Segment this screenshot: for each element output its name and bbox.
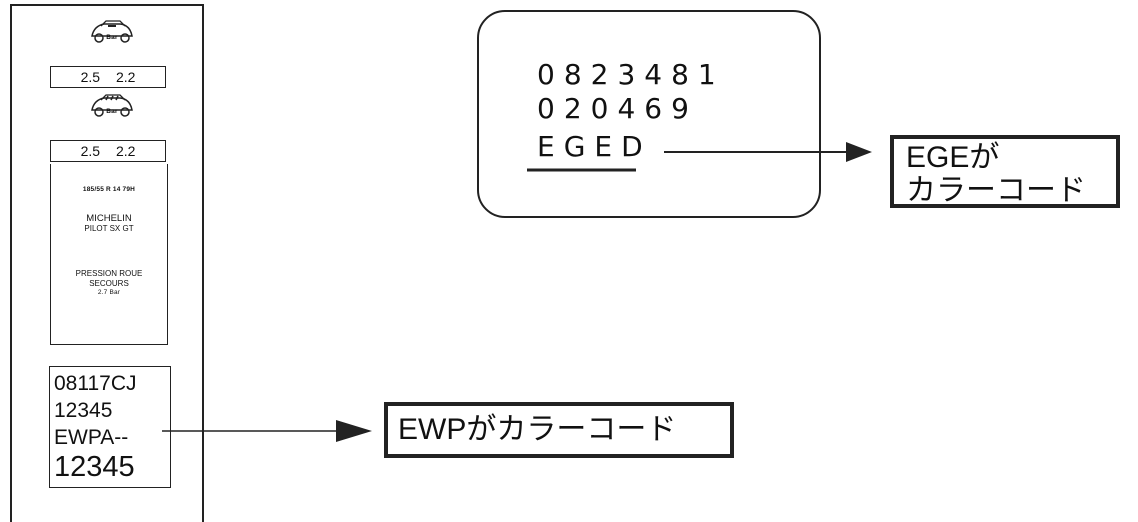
rear-pressure-box: 2.5 2.2: [50, 140, 166, 162]
tyre-brand: MICHELIN: [86, 213, 132, 224]
color-code-callout-bottom: EWPがカラーコード: [384, 402, 734, 458]
front-pressure-1: 2.5: [80, 69, 101, 85]
callout-top-line1: EGEが: [906, 141, 1000, 174]
callout-bottom-text: EWPがカラーコード: [398, 413, 677, 446]
tyre-info-box: 185/55 R 14 79H MICHELIN PILOT SX GT PRE…: [50, 164, 168, 345]
code-line-4: 12345: [54, 451, 135, 483]
front-pressure-2: 2.2: [115, 69, 136, 85]
rear-pressure-2: 2.2: [115, 143, 136, 159]
car-loaded-icon: [86, 90, 138, 124]
tyre-placard: Bar 2.5 2.2 Bar 2.5 2.2 185/55 R 14 79H …: [10, 4, 204, 522]
panel-line-2: 020469: [537, 92, 698, 125]
code-line-1: 08117CJ: [54, 372, 137, 395]
bottom-arrow-head: [336, 420, 372, 442]
spare-pressure-line2: SECOURS: [89, 279, 129, 288]
label-panel: 0823481 020469 EGED: [477, 10, 821, 218]
tyre-model: PILOT SX GT: [84, 224, 134, 233]
callout-top-line2: カラーコード: [906, 174, 1086, 207]
top-arrow-head: [846, 142, 872, 162]
color-code-callout-top: EGEが カラーコード: [890, 135, 1120, 208]
rear-pressure-1: 2.5: [80, 143, 101, 159]
panel-line-1: 0823481: [537, 58, 725, 91]
code-line-3: EWPA--: [54, 426, 129, 449]
spare-pressure-line3: 2.7 Bar: [97, 289, 121, 296]
tyre-size: 185/55 R 14 79H: [82, 186, 136, 193]
car-loaded-label: Bar: [106, 108, 118, 115]
code-line-2: 12345: [54, 399, 113, 422]
panel-line-3: EGED: [537, 130, 652, 163]
car-front-icon: [86, 16, 138, 50]
front-pressure-box: 2.5 2.2: [50, 66, 166, 88]
spare-pressure-line1: PRESSION ROUE: [75, 269, 143, 278]
color-code-box: 08117CJ 12345 EWPA-- 12345: [49, 366, 171, 488]
car-front-label: Bar: [106, 34, 118, 41]
